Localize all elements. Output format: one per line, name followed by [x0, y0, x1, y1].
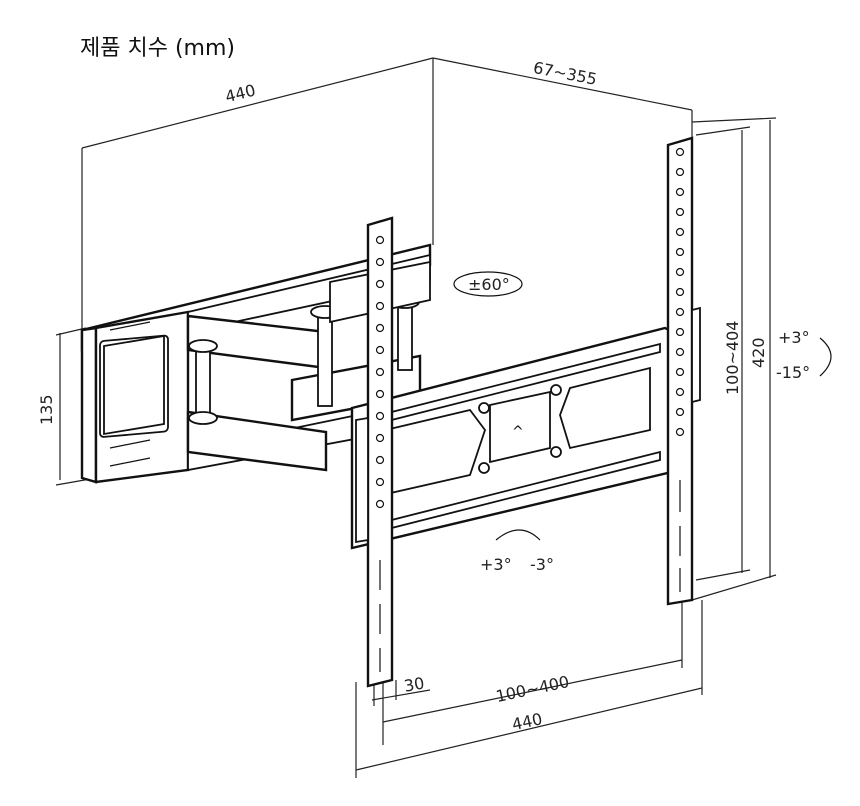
dim-offset: 30 — [403, 673, 426, 695]
right-vertical-rail — [666, 136, 701, 606]
dim-rotation-left: +3° — [480, 555, 512, 574]
tilt-arrow-icon — [819, 337, 832, 377]
motion-arrows — [453, 271, 832, 541]
dim-bottom-width: 440 — [510, 709, 544, 734]
dim-tilt-down: -15° — [776, 363, 810, 382]
dim-vesa-vertical: 100~404 — [723, 321, 742, 395]
dim-swivel: ±60° — [468, 275, 510, 294]
dim-vesa-horizontal: 100~400 — [494, 672, 571, 706]
left-vertical-rail — [355, 216, 394, 688]
rotation-arrow-icon — [495, 529, 541, 541]
swivel-arrow-icon — [453, 271, 523, 297]
dim-total-height: 420 — [749, 337, 768, 368]
dim-wall-plate-height: 135 — [37, 394, 56, 425]
dimension-lines — [55, 57, 777, 778]
dim-tilt-up: +3° — [778, 328, 810, 347]
dim-top-width: 440 — [223, 81, 257, 107]
svg-text:^: ^ — [512, 424, 524, 440]
page-title: 제품 치수 (mm) — [80, 36, 235, 61]
dim-rotation-right: -3° — [530, 555, 554, 574]
